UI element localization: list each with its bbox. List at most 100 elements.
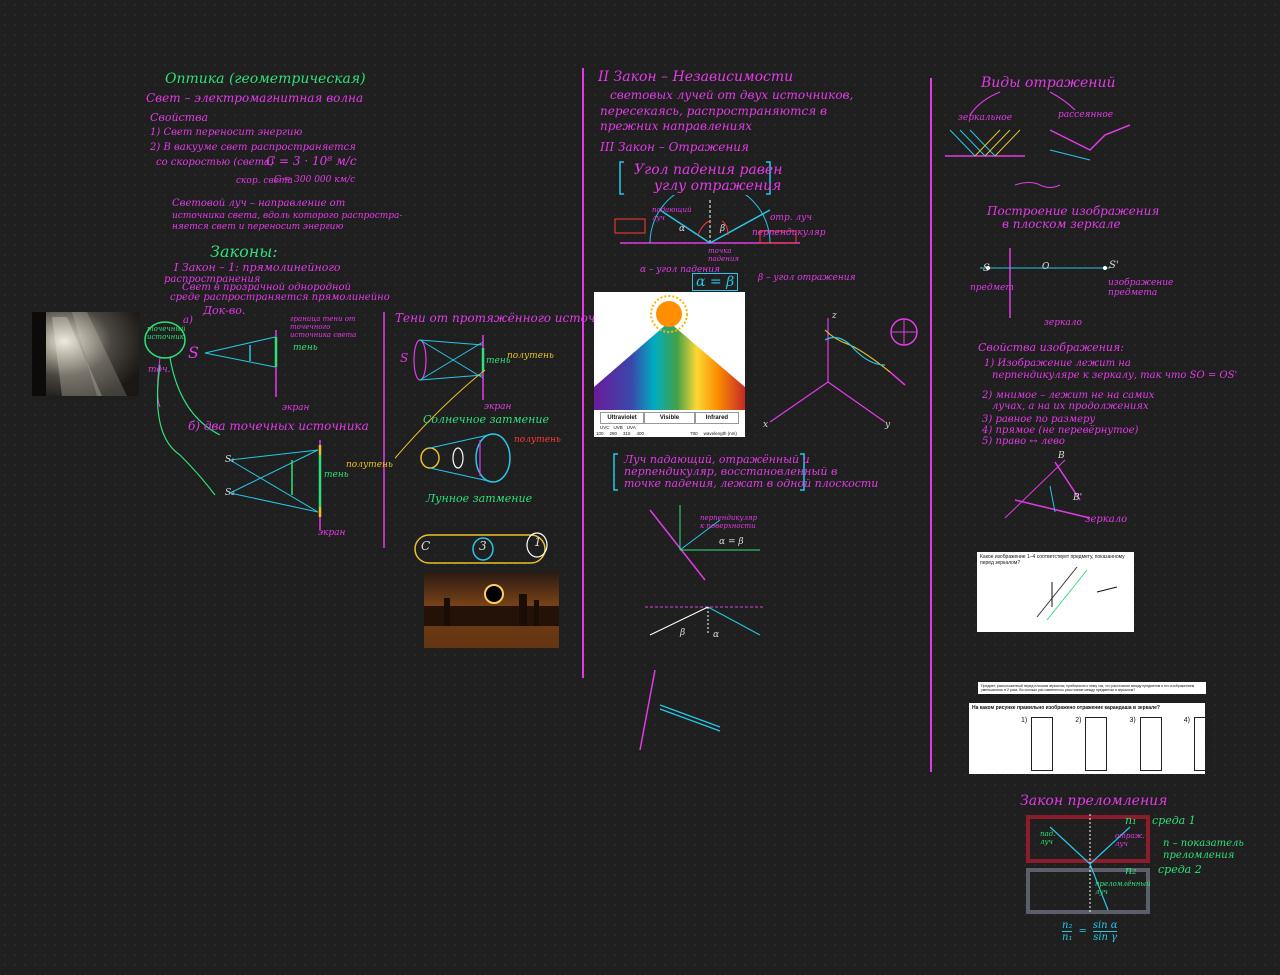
- label-s1: S₁: [225, 455, 235, 465]
- label-screen-b: экран: [318, 528, 346, 538]
- plane-mirror-diagram: [980, 248, 1110, 318]
- law1-line4: среде распространяется прямолинейно: [170, 292, 390, 303]
- axis-z: z: [832, 311, 837, 321]
- law2-line3: пересекаясь, распространяются в: [600, 104, 827, 118]
- reflected-ray-label-2: отраж. луч: [1115, 832, 1145, 849]
- image-properties-title: Свойства изображения:: [978, 341, 1124, 354]
- medium2-label: среда 2: [1158, 863, 1202, 876]
- point-B: B: [1058, 451, 1065, 461]
- image-prop-1b: перпендикуляре к зеркалу, так что SO = O…: [992, 370, 1238, 381]
- alpha-equals-beta: α = β: [692, 273, 739, 292]
- spectrum-tick-400: 400: [636, 431, 645, 436]
- law1-line1: I Закон – 1: прямолинейного: [174, 261, 341, 274]
- solar-eclipse-photo: [424, 572, 559, 648]
- image-S-prime: S': [1109, 260, 1119, 271]
- n1-label: n₁: [1125, 814, 1137, 827]
- spectrum-ir-label: Infrared: [694, 412, 739, 424]
- label-S-source: S: [188, 343, 199, 362]
- law1-line2: распространения: [164, 274, 261, 285]
- law2-line2: световых лучей от двух источников,: [610, 88, 854, 102]
- spectrum-uvb: UVB: [613, 425, 623, 430]
- law3-box-line1: Угол падения равен: [634, 162, 783, 178]
- axis-x: x: [763, 420, 769, 430]
- law2-line4: прежних направлениях: [600, 119, 753, 133]
- solar-penumbra-label: полутень: [514, 435, 561, 445]
- alpha-beta-equation: α = β: [719, 537, 744, 547]
- perp-surface-label: перпендикуляр к поверхности: [700, 514, 758, 531]
- property-2: 2) В вакууме свет распространяется: [150, 142, 356, 153]
- image-prop-4: 4) прямое (не перевёрнутое): [982, 425, 1139, 436]
- light-definition: Свет – электромагнитная волна: [146, 91, 364, 105]
- refraction-title: Закон преломления: [1020, 793, 1168, 809]
- property-1: 1) Свет переносит энергию: [150, 127, 303, 138]
- light-rays-photo: [32, 312, 139, 396]
- lunar-3-label: 3: [479, 539, 487, 553]
- alpha-second: α: [713, 630, 720, 640]
- spectrum-visible-label: Visible: [644, 412, 695, 424]
- task3-opt-4: 4): [1183, 717, 1190, 724]
- mirror-label: зеркало: [1044, 318, 1082, 328]
- formula-n1: n₁: [1062, 931, 1073, 943]
- spectrum-uva: UVA: [626, 425, 636, 430]
- reflection-beta: β: [720, 224, 726, 234]
- solar-eclipse-label: Солнечное затмение: [423, 413, 549, 426]
- task3-question: На каком рисунке правильно изображено от…: [972, 705, 1160, 711]
- label-penumbra-extended: полутень: [507, 351, 554, 361]
- spectrum-tick-700: 700: [690, 431, 698, 436]
- extended-source-diagram: [395, 335, 548, 564]
- mirror-object-diagram: [1004, 459, 1091, 519]
- label-s2: S₂: [225, 488, 235, 498]
- ray-definition-1: Световой луч – направление от: [172, 198, 346, 209]
- label-a: а): [183, 315, 193, 326]
- label-screen-extended: экран: [484, 402, 512, 412]
- label-shadow-a: тень: [293, 343, 318, 353]
- formula-c: C = 3 · 10⁸ м/с: [266, 154, 357, 168]
- label-screen-a: экран: [282, 403, 310, 413]
- subject-label: предмет: [970, 283, 1014, 293]
- label-penumbra-b: полутень: [346, 460, 393, 470]
- reflection-lines-diagrams: [639, 505, 765, 751]
- laws-heading: Законы:: [210, 242, 278, 261]
- plane-mirror-title-2: в плоском зеркале: [1002, 217, 1121, 231]
- diffuse-reflection-label: рассеянное: [1058, 110, 1114, 120]
- law3-box2-line2: перпендикуляр, восстановленный в: [624, 465, 838, 478]
- beta-definition: β – угол отражения: [758, 273, 856, 283]
- reflected-ray-label: отр. луч: [770, 213, 812, 223]
- mirror-label-2: зеркало: [1085, 514, 1128, 525]
- lunar-1-label: 1: [534, 535, 542, 549]
- label-S-extended: S: [400, 351, 409, 365]
- beta-second: β: [680, 628, 686, 638]
- spectrum-tick-100: 100: [596, 431, 604, 436]
- ray-definition-2: источника света, вдоль которого распрост…: [172, 211, 403, 221]
- label-point6: точ.: [148, 365, 171, 375]
- spectrum-unit: wavelength (nm): [703, 431, 737, 436]
- image-prop-2a: 2) мнимое – лежит не на самих: [982, 390, 1155, 401]
- reflection-types-diagram: [945, 91, 1131, 188]
- formula-sin-gamma: sin γ: [1093, 931, 1118, 943]
- spectrum-uvc: UVC: [600, 425, 610, 430]
- speed-label: скор. света: [236, 176, 293, 186]
- properties-heading: Свойства: [150, 111, 209, 124]
- incident-ray-label: пад. луч: [1040, 830, 1056, 847]
- law1-line3: Свет в прозрачной однородной: [182, 282, 351, 293]
- medium1-label: среда 1: [1152, 814, 1196, 827]
- reflection-diagram: [614, 195, 800, 244]
- falling-ray-label: падающий луч: [652, 206, 692, 223]
- formula-n2: n₂: [1062, 920, 1073, 931]
- task2-question: Предмет, расположенный перед плоским зер…: [981, 684, 1195, 693]
- axis-y: y: [885, 420, 891, 430]
- formula-c-small: C = 300 000 км/с: [274, 175, 356, 185]
- law1-proof: Док-во.: [203, 304, 246, 317]
- label-shadow-extended: тень: [486, 356, 511, 366]
- ray-definition-3: няется свет и переносит энергию: [172, 222, 344, 232]
- refraction-diagram: [1026, 814, 1150, 914]
- snell-formula: n₂ n₁ = sin α sin γ: [1062, 920, 1118, 943]
- mirror-reflection-label: зеркальное: [958, 113, 1013, 123]
- label-two-sources: б) два точечных источника: [188, 419, 369, 433]
- law3-box2-line1: Луч падающий, отражённый и: [624, 453, 810, 466]
- optics-title: Оптика (геометрическая): [165, 71, 366, 87]
- n2-label: n₂: [1125, 864, 1137, 877]
- refracted-ray-label: преломлённый луч: [1095, 880, 1151, 897]
